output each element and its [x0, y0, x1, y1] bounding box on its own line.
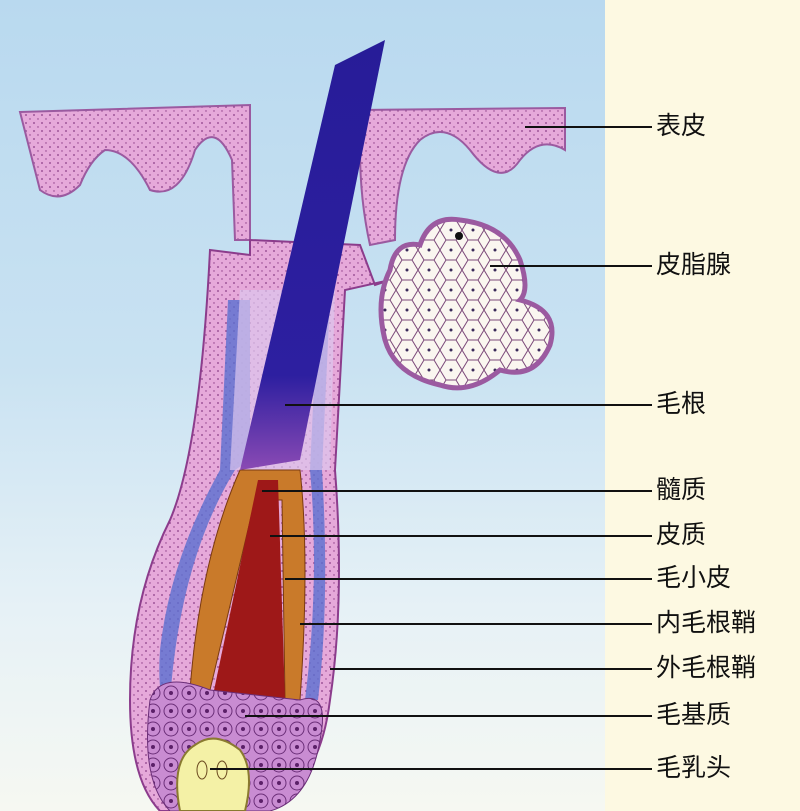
label-inner-root-sheath: 内毛根鞘 [656, 608, 757, 637]
epidermis-right [359, 106, 566, 247]
cortex [189, 469, 306, 701]
label-cuticle: 毛小皮 [656, 563, 732, 592]
label-sebaceous-gland: 皮脂腺 [656, 250, 732, 279]
label-hair-root: 毛根 [656, 389, 707, 418]
label-medulla: 髓质 [656, 475, 707, 504]
medulla [212, 480, 285, 700]
label-dermal-papilla: 毛乳头 [656, 753, 732, 782]
leader-lines [210, 126, 652, 770]
label-epidermis: 表皮 [656, 111, 707, 140]
sebaceous-gland [378, 216, 555, 391]
epidermis-left [18, 103, 251, 241]
label-outer-root-sheath: 外毛根鞘 [656, 653, 757, 682]
dermal-papilla [176, 737, 250, 811]
hair-shaft [240, 40, 385, 470]
inner-root-sheath [159, 300, 250, 750]
label-cortex: 皮质 [656, 520, 707, 549]
label-hair-matrix: 毛基质 [656, 700, 732, 729]
